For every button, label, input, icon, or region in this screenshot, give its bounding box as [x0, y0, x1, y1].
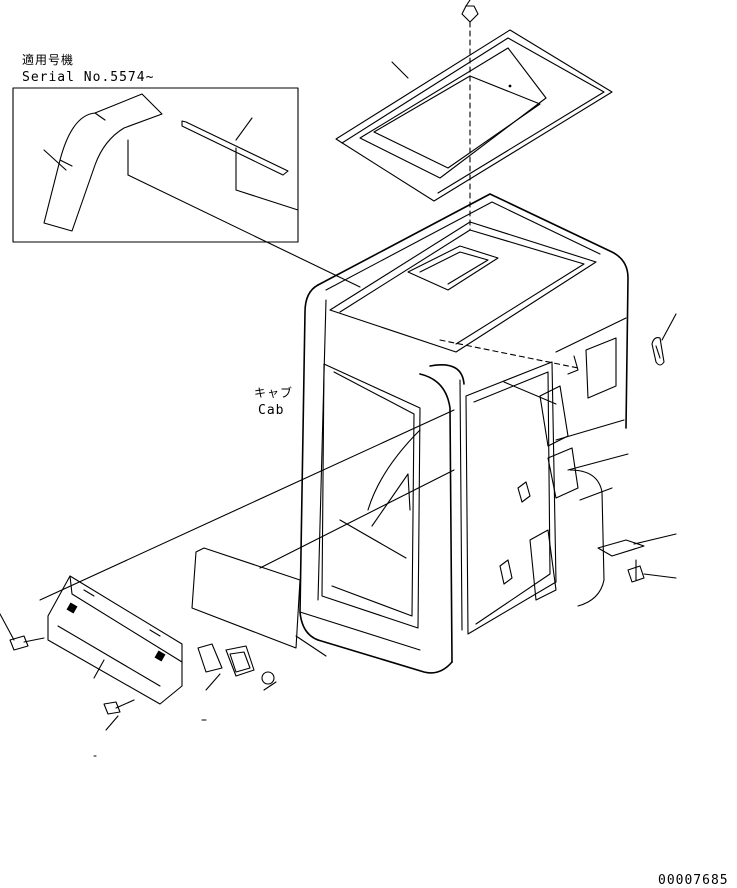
- small-plate-parts: [197, 643, 277, 691]
- cab-label-jp: キャブ: [254, 385, 293, 400]
- bolt-bottom: [103, 699, 135, 731]
- inset-strip-part: [181, 117, 299, 211]
- side-bolt: [627, 559, 677, 583]
- grommet-part: [651, 313, 677, 366]
- inset-frame: [12, 87, 299, 243]
- reference-number: 00007685: [658, 873, 729, 888]
- cab-label-en: Cab: [258, 403, 284, 418]
- serial-inset: 適用号機 Serial No.5574~: [12, 52, 361, 288]
- cab-body: [299, 193, 629, 674]
- inset-cover-part: [43, 93, 163, 232]
- bolt-left: [0, 613, 45, 651]
- applicable-model-label: 適用号機: [22, 52, 74, 67]
- top-bolt: [461, 0, 479, 231]
- front-glass-panel: [191, 469, 455, 657]
- serial-number-label: Serial No.5574~: [22, 70, 154, 85]
- lower-cover: [39, 409, 455, 705]
- roof-panel: [335, 29, 613, 202]
- plate-part: [597, 533, 677, 557]
